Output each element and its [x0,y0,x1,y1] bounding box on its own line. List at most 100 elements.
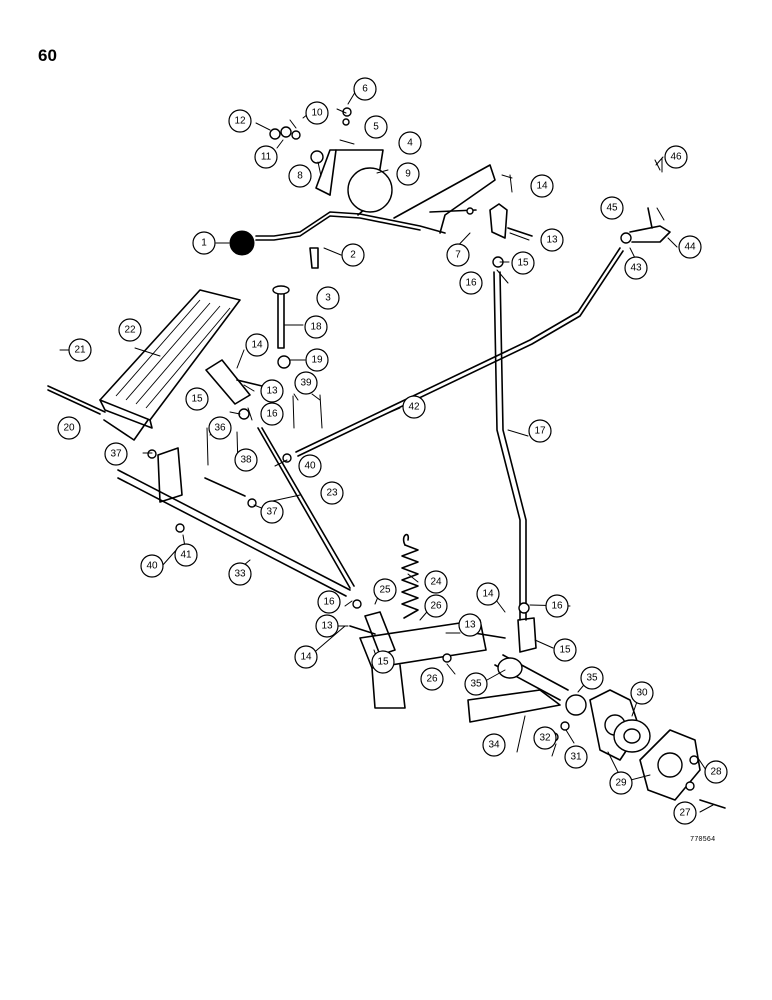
callout-9: 9 [396,162,420,186]
callout-46: 46 [664,145,688,169]
pedal-pin [47,385,106,413]
callout-30: 30 [630,681,654,705]
clevis-upper [489,203,508,239]
callout-34: 34 [482,733,506,757]
svg-text:42: 42 [408,402,420,413]
callout-15-lower: 15 [371,650,395,674]
svg-text:32: 32 [539,733,551,744]
svg-text:38: 38 [240,455,252,466]
svg-text:21: 21 [74,345,86,356]
pin-13-lower [349,625,376,635]
svg-text:11: 11 [261,152,272,163]
svg-text:34: 34 [488,740,500,751]
svg-text:10: 10 [311,108,323,119]
bushing-35a [497,657,523,679]
lower-linkage [349,533,587,742]
callout-13-right: 13 [458,613,482,637]
svg-text:43: 43 [630,263,642,274]
svg-text:45: 45 [606,203,618,214]
svg-text:5: 5 [373,122,379,133]
svg-text:33: 33 [234,569,246,580]
callout-32: 32 [533,726,557,750]
shaft-lever [157,447,183,503]
pivot-plate [393,164,496,234]
svg-text:46: 46 [670,152,682,163]
svg-text:26: 26 [426,674,438,685]
bolt-18 [277,289,285,349]
svg-text:13: 13 [546,235,558,246]
diagonal-throttle-rod [295,247,621,453]
clevis-15-lower [364,611,396,656]
svg-text:7: 7 [455,250,461,261]
cross-shaft-assembly [117,394,355,597]
callout-21: 21 [68,338,92,362]
svg-text:31: 31 [570,752,582,763]
svg-text:44: 44 [684,242,696,253]
svg-text:14: 14 [251,340,263,351]
svg-text:39: 39 [300,378,312,389]
callout-26-upper: 26 [424,594,448,618]
flange-plate-b [639,729,701,801]
svg-text:36: 36 [214,423,226,434]
svg-text:15: 15 [191,394,203,405]
callout-12: 12 [228,109,252,133]
bearing-assembly [589,689,726,809]
clamp-pin [204,477,246,497]
callout-13-lower: 13 [315,614,339,638]
svg-text:15: 15 [559,645,571,656]
svg-text:35: 35 [586,673,598,684]
callout-16-right: 16 [545,594,569,618]
svg-text:8: 8 [297,171,303,182]
lever-plate [359,619,487,669]
return-spring [401,544,419,619]
callout-15-mid: 15 [185,387,209,411]
svg-text:29: 29 [615,778,627,789]
callout-1: 1 [192,231,216,255]
svg-text:13: 13 [321,621,333,632]
callout-16-mid: 16 [260,402,284,426]
callout-39: 39 [294,371,318,395]
friction-disc [347,167,393,213]
callout-7: 7 [446,243,470,267]
clevis-15-right [517,617,537,653]
callout-5: 5 [364,115,388,139]
svg-text:20: 20 [63,423,75,434]
callout-41: 41 [174,543,198,567]
svg-text:24: 24 [430,577,442,588]
callout-29: 29 [609,771,633,795]
callout-15-right: 15 [553,638,577,662]
callout-24: 24 [424,570,448,594]
svg-text:30: 30 [636,688,648,699]
callout-14-mid: 14 [245,333,269,357]
clevis-pin [507,227,533,237]
callout-22: 22 [118,318,142,342]
callout-27: 27 [673,801,697,825]
callout-8: 8 [288,164,312,188]
callout-45: 45 [600,196,624,220]
hand-lever-assembly [229,107,496,269]
svg-text:17: 17 [534,426,546,437]
callout-36: 36 [208,416,232,440]
svg-text:37: 37 [266,507,278,518]
pedal-arm [205,359,251,405]
svg-text:40: 40 [146,561,158,572]
svg-text:22: 22 [124,325,136,336]
svg-text:2: 2 [350,250,356,261]
callout-17: 17 [528,419,552,443]
page-number: 60 [38,46,57,65]
svg-text:15: 15 [517,258,529,269]
pivot-bolt [309,247,319,269]
svg-text:25: 25 [379,585,391,596]
svg-text:15: 15 [377,657,389,668]
svg-text:19: 19 [311,355,323,366]
callout-19: 19 [305,348,329,372]
drawing-code: 770564 [690,836,716,844]
callout-10: 10 [305,101,329,125]
callout-16-lower: 16 [317,590,341,614]
svg-text:14: 14 [536,181,548,192]
svg-text:28: 28 [710,767,722,778]
svg-text:35: 35 [470,679,482,690]
callout-37-right: 37 [260,500,284,524]
bushing-35b [565,694,587,716]
callout-3: 3 [316,286,340,310]
